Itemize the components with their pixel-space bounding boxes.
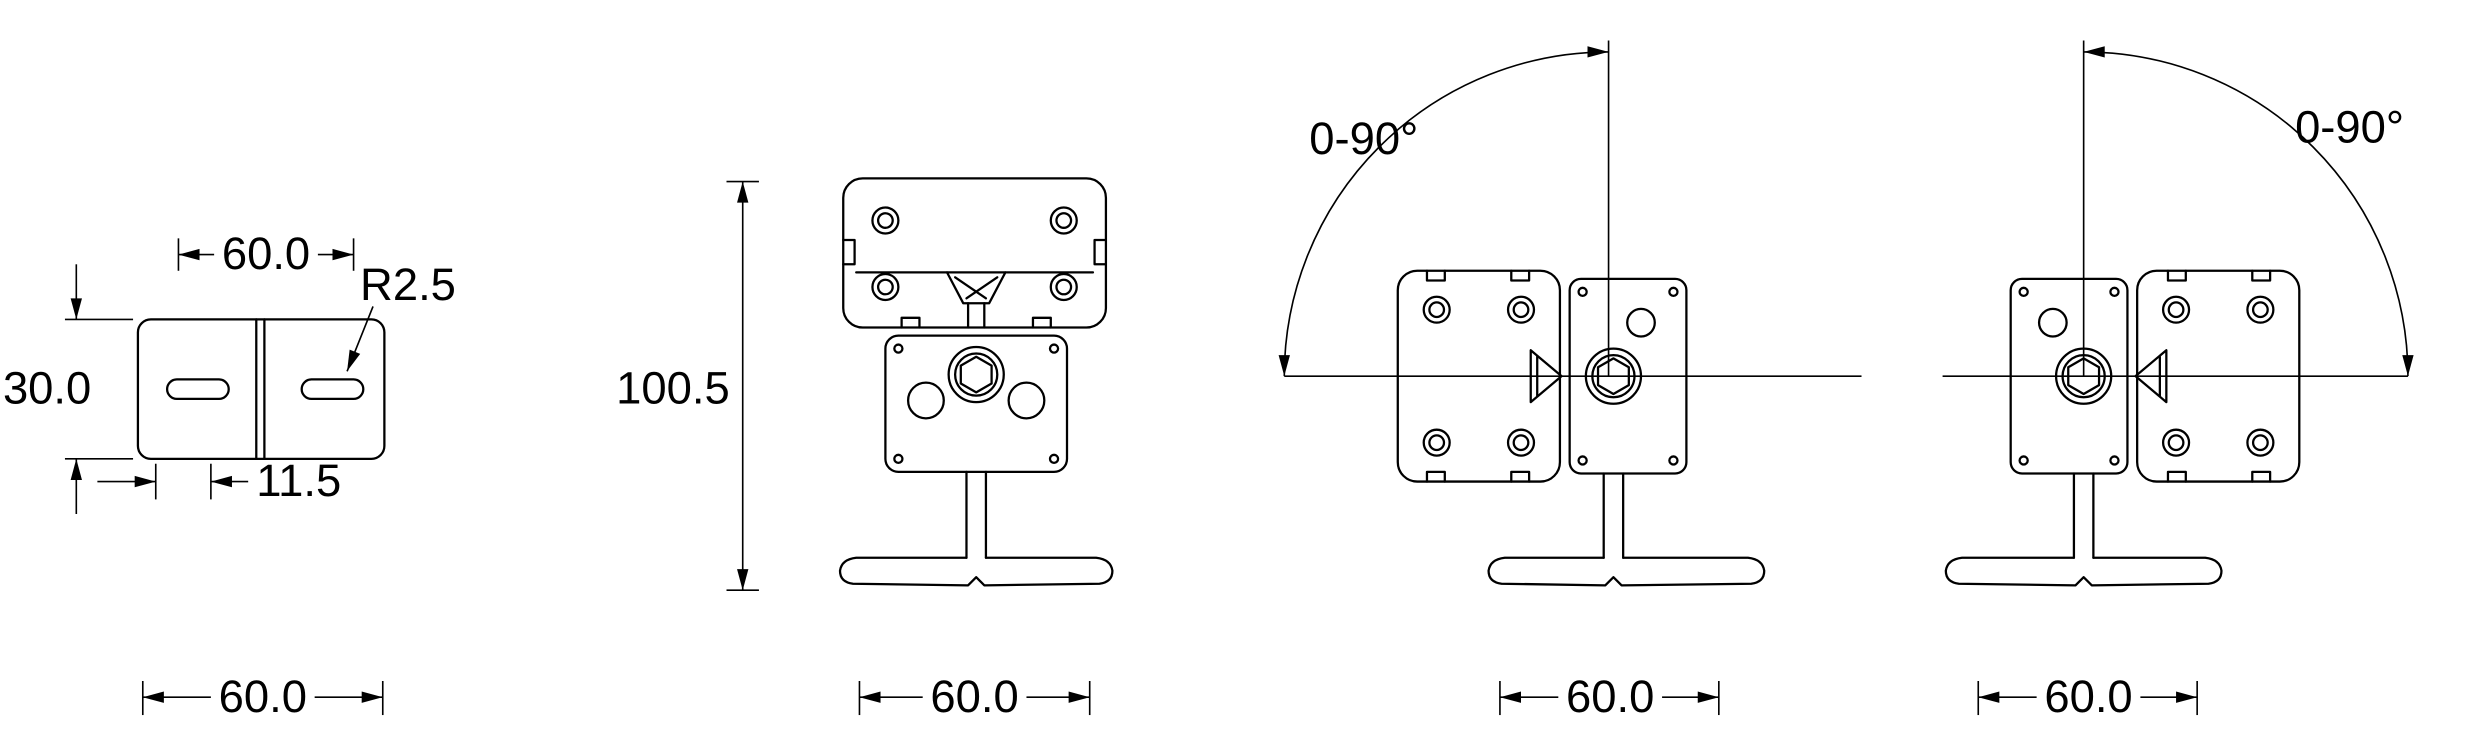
bottom-notch-left bbox=[900, 316, 921, 329]
top-notch bbox=[2251, 269, 2272, 282]
pivot-arc bbox=[1278, 46, 1609, 377]
bottom-notch bbox=[2166, 470, 2187, 483]
bottom-notch-right bbox=[1031, 316, 1052, 329]
bottom-notch bbox=[2251, 470, 2272, 483]
slot-left bbox=[165, 378, 230, 401]
bracket-front-view: 100.5 60.0 bbox=[616, 177, 1114, 722]
dim-slot-offset: 11.5 bbox=[97, 455, 341, 506]
dim-height-label: 30.0 bbox=[3, 363, 91, 414]
top-notch bbox=[1425, 269, 1446, 282]
pivot-arc bbox=[2083, 46, 2414, 377]
dim-radius-label: R2.5 bbox=[360, 259, 456, 310]
dim-width-top: 60.0 bbox=[177, 228, 355, 279]
swing-angle-annotation: 0-90° bbox=[1278, 40, 1862, 377]
dim-width-top-label: 60.0 bbox=[222, 228, 310, 279]
side-notch-right bbox=[1093, 238, 1108, 266]
t-foot bbox=[838, 470, 1114, 587]
dim-height-label: 100.5 bbox=[616, 363, 730, 414]
dim-width: 60.0 bbox=[1499, 671, 1720, 722]
hex-bolt bbox=[947, 345, 1005, 404]
side-notch-left bbox=[842, 238, 856, 266]
bracket-side-view-left: 0-90° 60.0 bbox=[1278, 40, 1862, 722]
dim-width-label: 60.0 bbox=[1566, 671, 1654, 722]
t-foot bbox=[1487, 472, 1766, 587]
dim-angle-label: 0-90° bbox=[1309, 113, 1418, 164]
dim-width: 60.0 bbox=[858, 671, 1091, 722]
bracket-side-view-right: 0-90° 60.0 bbox=[1942, 40, 2414, 722]
dim-slot-offset-label: 11.5 bbox=[256, 455, 341, 506]
plate-hole bbox=[1626, 307, 1656, 338]
dim-width-bottom: 60.0 bbox=[141, 671, 384, 722]
plate-outline bbox=[136, 318, 386, 461]
dim-angle-label: 0-90° bbox=[2295, 102, 2404, 153]
hinge-plate bbox=[884, 334, 1069, 473]
top-notch bbox=[1510, 269, 1531, 282]
dim-width-label: 60.0 bbox=[930, 671, 1018, 722]
dim-radius-leader: R2.5 bbox=[346, 259, 456, 372]
plate-hole bbox=[2037, 307, 2068, 338]
plate-hole-right bbox=[1007, 381, 1046, 420]
dim-width: 60.0 bbox=[1977, 671, 2198, 722]
slot-right bbox=[300, 378, 365, 401]
plate-top-view: 60.0 30.0 R2.5 11.5 60.0 bbox=[3, 228, 456, 722]
dim-width-label: 60.0 bbox=[2044, 671, 2132, 722]
corner-ring bbox=[871, 206, 1078, 302]
swing-angle-annotation: 0-90° bbox=[1942, 40, 2414, 377]
t-slot-center bbox=[945, 271, 1007, 329]
t-foot bbox=[1944, 472, 2223, 587]
plate-hole-left bbox=[906, 381, 945, 420]
bottom-notch bbox=[1425, 470, 1446, 483]
top-notch bbox=[2166, 269, 2187, 282]
dim-height: 100.5 bbox=[616, 180, 759, 592]
bottom-notch bbox=[1510, 470, 1531, 483]
rail-profile bbox=[842, 177, 1108, 329]
dim-width-bottom-label: 60.0 bbox=[219, 671, 307, 722]
dim-height: 30.0 bbox=[3, 264, 134, 514]
